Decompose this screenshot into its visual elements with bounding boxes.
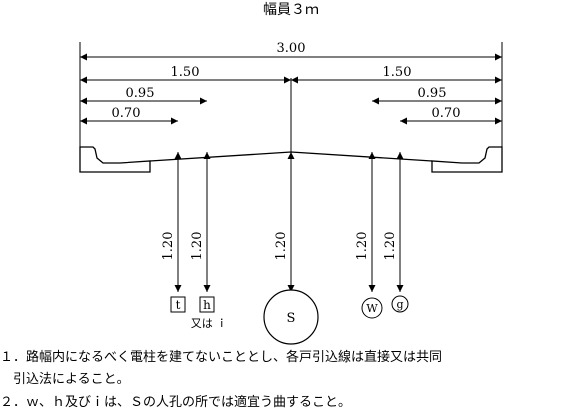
note-1-line-1: １．路幅内になるべく電柱を建てないこととし、各戸引込線は直接又は共同: [0, 350, 443, 365]
dim-label-total: 3.00: [277, 41, 306, 56]
left-curb: [79, 146, 151, 173]
utility-w-label: W: [366, 302, 378, 315]
utility-g: g: [391, 295, 409, 313]
depth-label-s: 1.20: [274, 232, 289, 261]
dim-label-right-outer: 0.95: [418, 86, 447, 101]
utility-g-label: g: [396, 298, 403, 311]
utility-t-label: t: [176, 298, 181, 312]
note-2: ２．ｗ、ｈ及びｉは、Ｓの人孔の所では適宜う曲すること。: [0, 395, 352, 410]
depth-label-t: 1.20: [161, 232, 176, 261]
dim-label-left-inner: 0.70: [112, 106, 141, 121]
dim-label-right-inner: 0.70: [432, 106, 461, 121]
utility-t: t: [170, 296, 186, 313]
utility-h: h: [199, 296, 215, 313]
utility-w: W: [361, 297, 383, 319]
depth-label-g: 1.20: [383, 232, 398, 261]
utility-s-label: S: [287, 311, 296, 326]
note-1-line-2: 引込法によること。: [0, 372, 130, 387]
depth-label-w: 1.20: [355, 232, 370, 261]
dim-label-right-half: 1.50: [383, 65, 412, 80]
utility-s-manhole: S: [263, 289, 319, 345]
right-curb: [431, 146, 503, 173]
utility-h-label: h: [203, 298, 211, 312]
dim-label-left-outer: 0.95: [126, 86, 155, 101]
depth-lines: [174, 152, 404, 292]
dim-label-left-half: 1.50: [171, 65, 200, 80]
depth-label-h: 1.20: [190, 232, 205, 261]
dimension-lines: [80, 53, 502, 125]
utility-alt-i-label: 又は ｉ: [191, 317, 228, 330]
diagram-title: 幅員３ｍ: [263, 2, 319, 18]
